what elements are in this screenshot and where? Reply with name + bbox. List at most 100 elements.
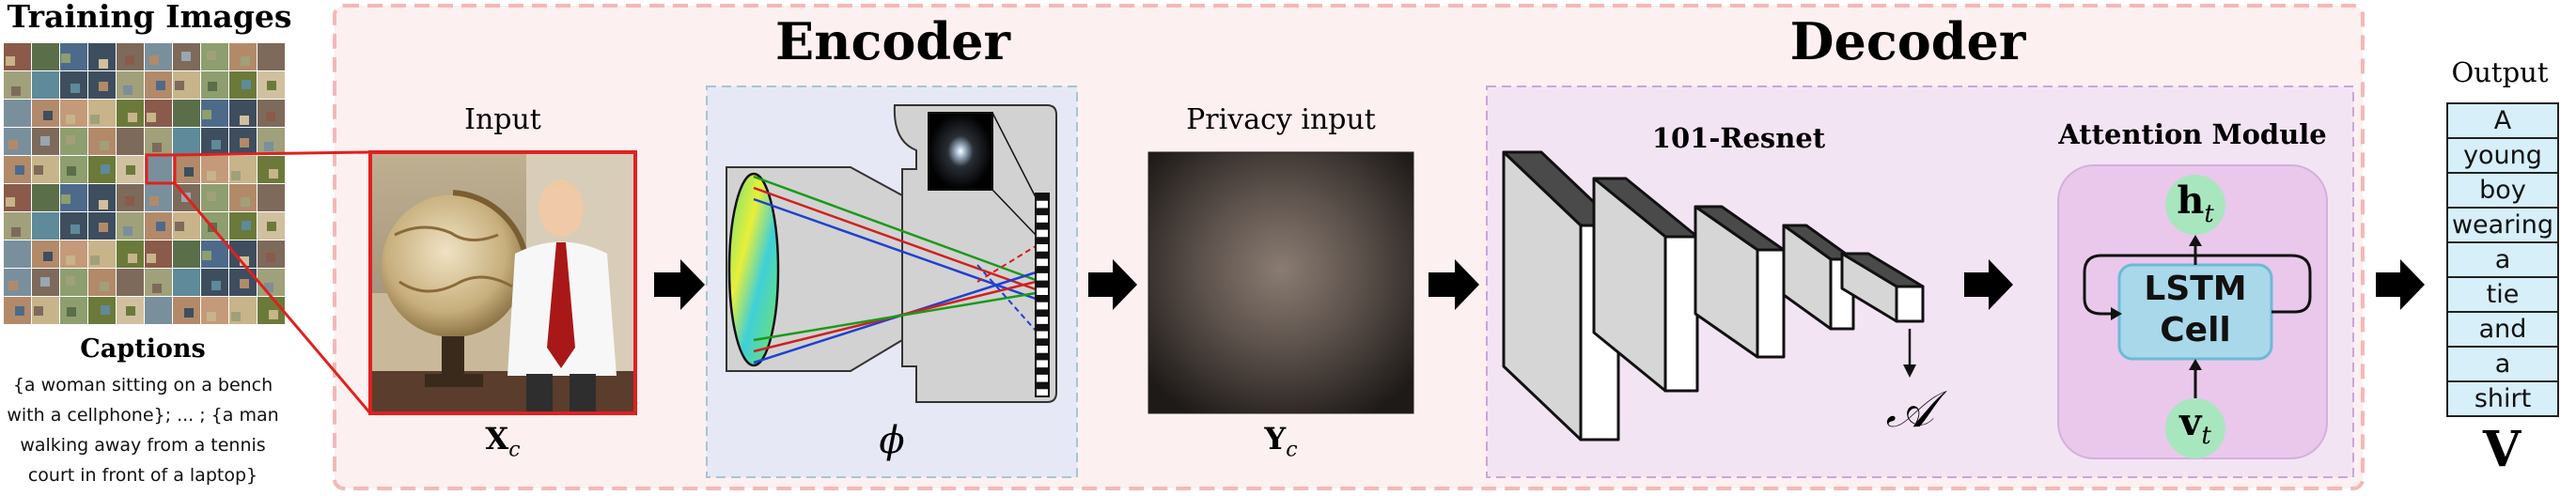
arrow-decoder-to-output (2376, 259, 2425, 310)
input-symbol-main: X (485, 421, 509, 457)
training-thumbnail-detail (202, 251, 211, 260)
training-thumbnail-detail (61, 54, 70, 63)
caption-line-3: walking away from a tennis (20, 435, 266, 456)
training-thumbnail-detail (34, 165, 43, 175)
training-thumbnail-detail (90, 256, 100, 265)
training-thumbnail-detail (267, 54, 276, 64)
encoder-title: Encoder (775, 11, 1010, 71)
arrow-resnet-to-attention (1964, 259, 2013, 310)
training-thumbnail-detail (184, 167, 194, 177)
caption-line-4: court in front of a laptop} (27, 465, 258, 486)
training-thumbnail-detail (156, 222, 165, 231)
sensor-pixel (1036, 208, 1049, 216)
training-thumbnail-detail (15, 165, 24, 175)
training-thumbnail-detail (267, 195, 276, 205)
training-thumbnail-detail (6, 56, 15, 66)
training-thumbnail-detail (240, 279, 249, 288)
zoom-connector-bottom (173, 182, 372, 414)
training-thumbnail-detail (267, 81, 276, 90)
training-thumbnail-detail (231, 312, 241, 321)
v-subscript: t (2201, 422, 2211, 450)
training-thumbnail-detail (8, 249, 18, 258)
sensor-pixel (1036, 251, 1049, 259)
training-thumbnail-detail (66, 135, 75, 145)
training-thumbnail-detail (34, 306, 43, 316)
output-label: Output (2451, 56, 2549, 88)
training-thumbnail-detail (181, 144, 191, 153)
training-thumbnail-detail (66, 276, 75, 286)
training-thumbnail-detail (240, 138, 249, 147)
training-thumbnail-detail (126, 306, 135, 316)
training-thumbnail-detail (100, 282, 109, 291)
sensor-pixel (1036, 309, 1049, 318)
caption-line-1: {a woman sitting on a bench (12, 375, 273, 395)
hidden-state-node (2165, 175, 2225, 235)
training-thumbnail-detail (67, 307, 76, 317)
training-thumbnail-detail (240, 116, 249, 125)
phi-symbol: ϕ (879, 419, 905, 462)
training-image-mosaic (4, 43, 285, 324)
training-thumbnail-detail (15, 306, 24, 316)
sensor-pixel (1036, 237, 1049, 244)
training-thumbnail-detail (99, 59, 108, 69)
training-thumbnail-detail (149, 305, 159, 315)
training-thumbnail-detail (266, 112, 275, 121)
decoder-title: Decoder (1789, 11, 2026, 71)
output-word: a (2494, 349, 2511, 379)
training-thumbnail-detail (8, 281, 18, 290)
training-thumbnail-detail (61, 194, 70, 204)
training-thumbnail-detail (184, 308, 194, 318)
image-sensor (1035, 193, 1050, 397)
training-thumbnail-detail (126, 280, 135, 289)
input-symbol: Xc (370, 421, 635, 461)
output-symbol: V (2482, 421, 2521, 478)
training-thumbnail-detail (6, 197, 15, 207)
training-thumbnail-detail (152, 284, 162, 293)
training-thumbnail-detail (40, 87, 50, 97)
training-thumbnail-detail (101, 305, 110, 315)
training-thumbnail-detail (66, 115, 75, 124)
arrow-encoder-to-privacy (1088, 259, 1137, 310)
h-subscript: t (2204, 200, 2214, 228)
feature-map-symbol: 𝒜 (1885, 380, 1934, 439)
caption-line-2: with a cellphone}; ... ; {a man (7, 405, 279, 426)
attention-module-title: Attention Module (2058, 118, 2327, 150)
training-thumbnail-detail (35, 52, 44, 61)
training-thumbnail-detail (43, 111, 53, 120)
output-word-cell (2446, 102, 2559, 139)
output-word-cell (2446, 346, 2559, 382)
output-word: A (2493, 106, 2512, 135)
training-thumbnail-detail (35, 193, 44, 202)
training-thumbnail-detail (149, 164, 159, 174)
input-label: Input (464, 103, 541, 136)
training-images-title: Training Images (7, 0, 292, 35)
sensor-pixel (1036, 338, 1049, 346)
training-thumbnail-detail (100, 141, 109, 150)
training-thumbnail-detail (269, 169, 278, 178)
training-thumbnail-detail (266, 253, 275, 262)
sensor-pixel (1036, 352, 1049, 361)
training-thumbnail-detail (67, 166, 76, 176)
training-thumbnail-detail (149, 55, 159, 65)
output-word: shirt (2474, 384, 2532, 413)
training-thumbnail-detail (181, 285, 191, 294)
sensor-pixel (1036, 194, 1049, 201)
training-thumbnail-detail (156, 81, 165, 90)
training-thumbnail-detail (101, 164, 110, 174)
v-symbol: v (2179, 400, 2202, 444)
sensor-pixel (1036, 266, 1049, 273)
training-thumbnail-detail (99, 200, 108, 209)
training-thumbnail-detail (11, 86, 21, 96)
output-word: young (2463, 141, 2542, 170)
visual-input-node (2165, 398, 2225, 458)
training-thumbnail-detail (70, 225, 80, 234)
input-symbol-subscript: c (508, 438, 521, 462)
training-thumbnail-detail (123, 85, 133, 95)
training-thumbnail-detail (181, 52, 191, 61)
training-thumbnail-detail (66, 256, 75, 265)
privacy-image (1148, 152, 1413, 413)
training-thumbnail-detail (70, 84, 80, 93)
training-thumbnail-detail (8, 140, 18, 149)
output-word: and (2478, 315, 2527, 344)
